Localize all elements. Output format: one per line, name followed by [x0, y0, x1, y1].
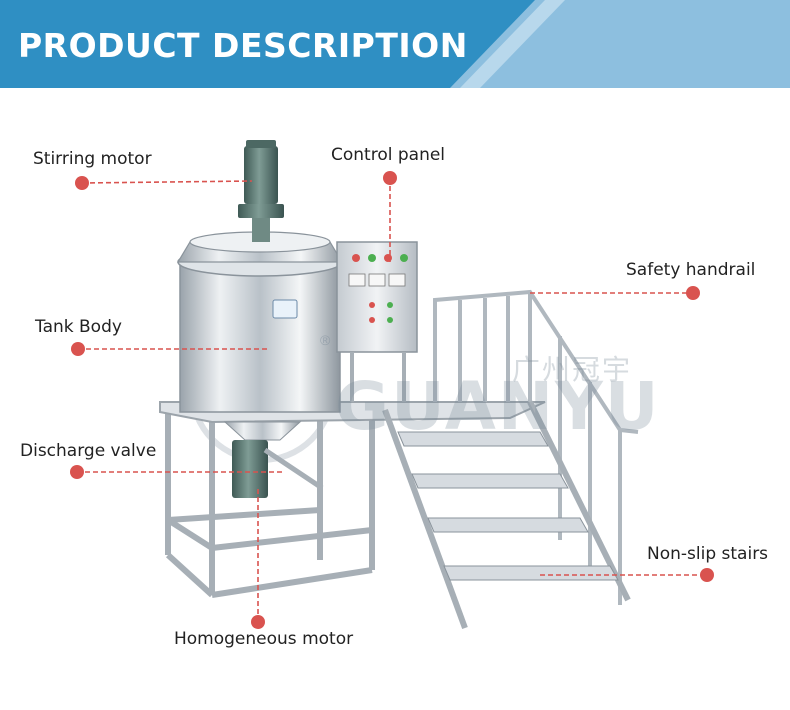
label-control-panel: Control panel — [331, 145, 446, 165]
page-title: PRODUCT DESCRIPTION — [18, 26, 468, 65]
homogeneous-motor-dot — [251, 615, 265, 629]
header-banner — [0, 0, 790, 88]
label-safety-handrail: Safety handrail — [626, 260, 756, 280]
homogenizer-drawing — [223, 421, 324, 498]
control-panel-dot — [383, 171, 397, 185]
tank-body — [179, 261, 341, 413]
stirring-motor-dot — [75, 176, 89, 190]
label-homogeneous-motor: Homogeneous motor — [174, 629, 354, 649]
registered-mark: ® — [320, 332, 331, 348]
label-tank-body: Tank Body — [35, 317, 122, 337]
safety-handrail-dot — [686, 286, 700, 300]
stairs-drawing — [382, 400, 631, 630]
callout-leaders — [77, 178, 707, 622]
control-panel-drawing — [336, 241, 418, 402]
non-slip-stairs-dot — [700, 568, 714, 582]
watermark-brand: GUANYU — [335, 368, 661, 445]
label-stirring-motor: Stirring motor — [33, 149, 152, 169]
label-non-slip-stairs: Non-slip stairs — [647, 544, 769, 564]
label-discharge-valve: Discharge valve — [20, 441, 157, 461]
mixer-illustration — [70, 140, 714, 630]
handrail-drawing — [433, 289, 639, 605]
stirring-motor-drawing — [238, 140, 284, 242]
support-frame — [165, 410, 375, 598]
watermark-chinese: 广州冠宇 — [512, 353, 633, 386]
tank-body-dot — [71, 342, 85, 356]
discharge-valve-dot — [70, 465, 84, 479]
